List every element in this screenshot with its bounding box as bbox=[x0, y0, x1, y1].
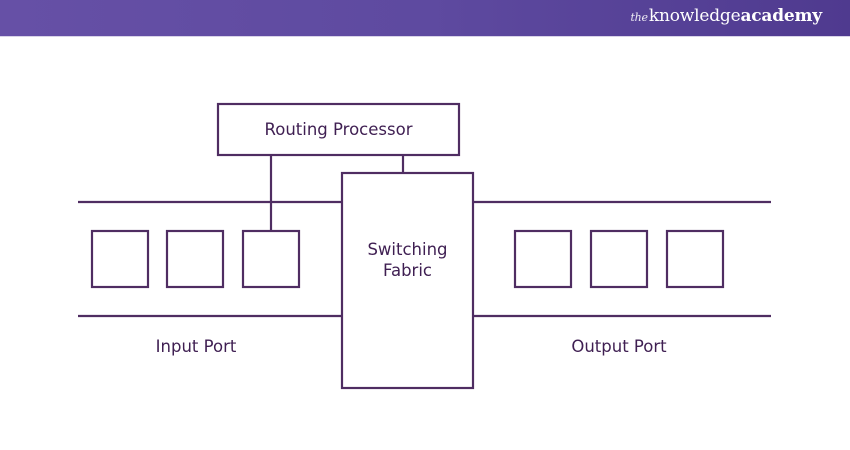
output-port-buffers bbox=[513, 229, 725, 289]
input-buffer-1 bbox=[90, 229, 150, 289]
output-buffer-1 bbox=[513, 229, 573, 289]
input-port-buffers bbox=[90, 229, 301, 289]
switching-fabric-label-line2: Fabric bbox=[383, 261, 432, 280]
knowledge-academy-logo[interactable]: theknowledgeacademy bbox=[630, 6, 822, 26]
switching-fabric-label-line1: Switching bbox=[367, 240, 447, 259]
routing-processor-label: Routing Processor bbox=[265, 120, 413, 139]
brand-header: theknowledgeacademy bbox=[0, 0, 850, 37]
output-buffer-3 bbox=[665, 229, 725, 289]
output-buffer-2 bbox=[589, 229, 649, 289]
input-port-label: Input Port bbox=[156, 337, 237, 356]
switching-fabric-box[interactable]: Switching Fabric bbox=[340, 171, 475, 390]
output-port-label: Output Port bbox=[571, 337, 667, 356]
input-buffer-2 bbox=[165, 229, 225, 289]
switching-fabric-rect bbox=[340, 171, 475, 390]
routing-processor-rect bbox=[216, 102, 461, 157]
routing-processor-box[interactable]: Routing Processor bbox=[216, 102, 461, 157]
input-buffer-3 bbox=[241, 229, 301, 289]
